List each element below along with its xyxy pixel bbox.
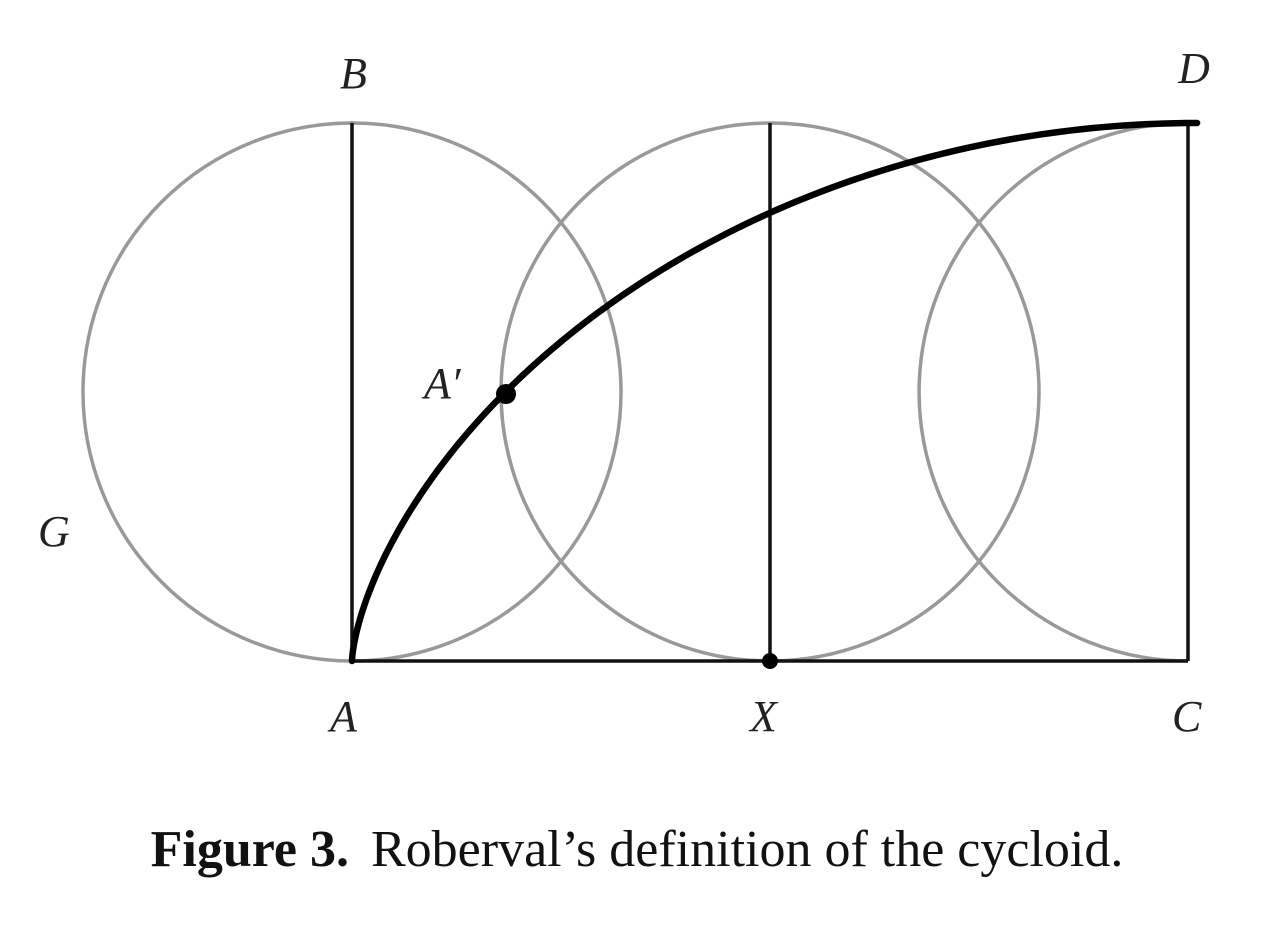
point-A-prime <box>496 384 516 404</box>
label-D: D <box>1177 44 1210 93</box>
label-G: G <box>38 507 70 556</box>
figure-caption: Figure 3. Roberval’s definition of the cy… <box>0 820 1274 879</box>
cycloid-curve <box>348 119 1201 665</box>
cycloid-diagram: B D A′ G A X C <box>38 44 1210 741</box>
label-A-prime: A′ <box>421 359 462 408</box>
label-B: B <box>340 49 367 98</box>
label-A: A <box>327 692 358 741</box>
caption-text: Roberval’s definition of the cycloid. <box>370 821 1124 878</box>
label-X: X <box>748 692 779 741</box>
caption-figure-number: Figure 3. <box>150 821 349 878</box>
label-C: C <box>1172 692 1202 741</box>
right-generating-semicircle <box>917 121 1189 663</box>
point-X <box>762 653 778 669</box>
